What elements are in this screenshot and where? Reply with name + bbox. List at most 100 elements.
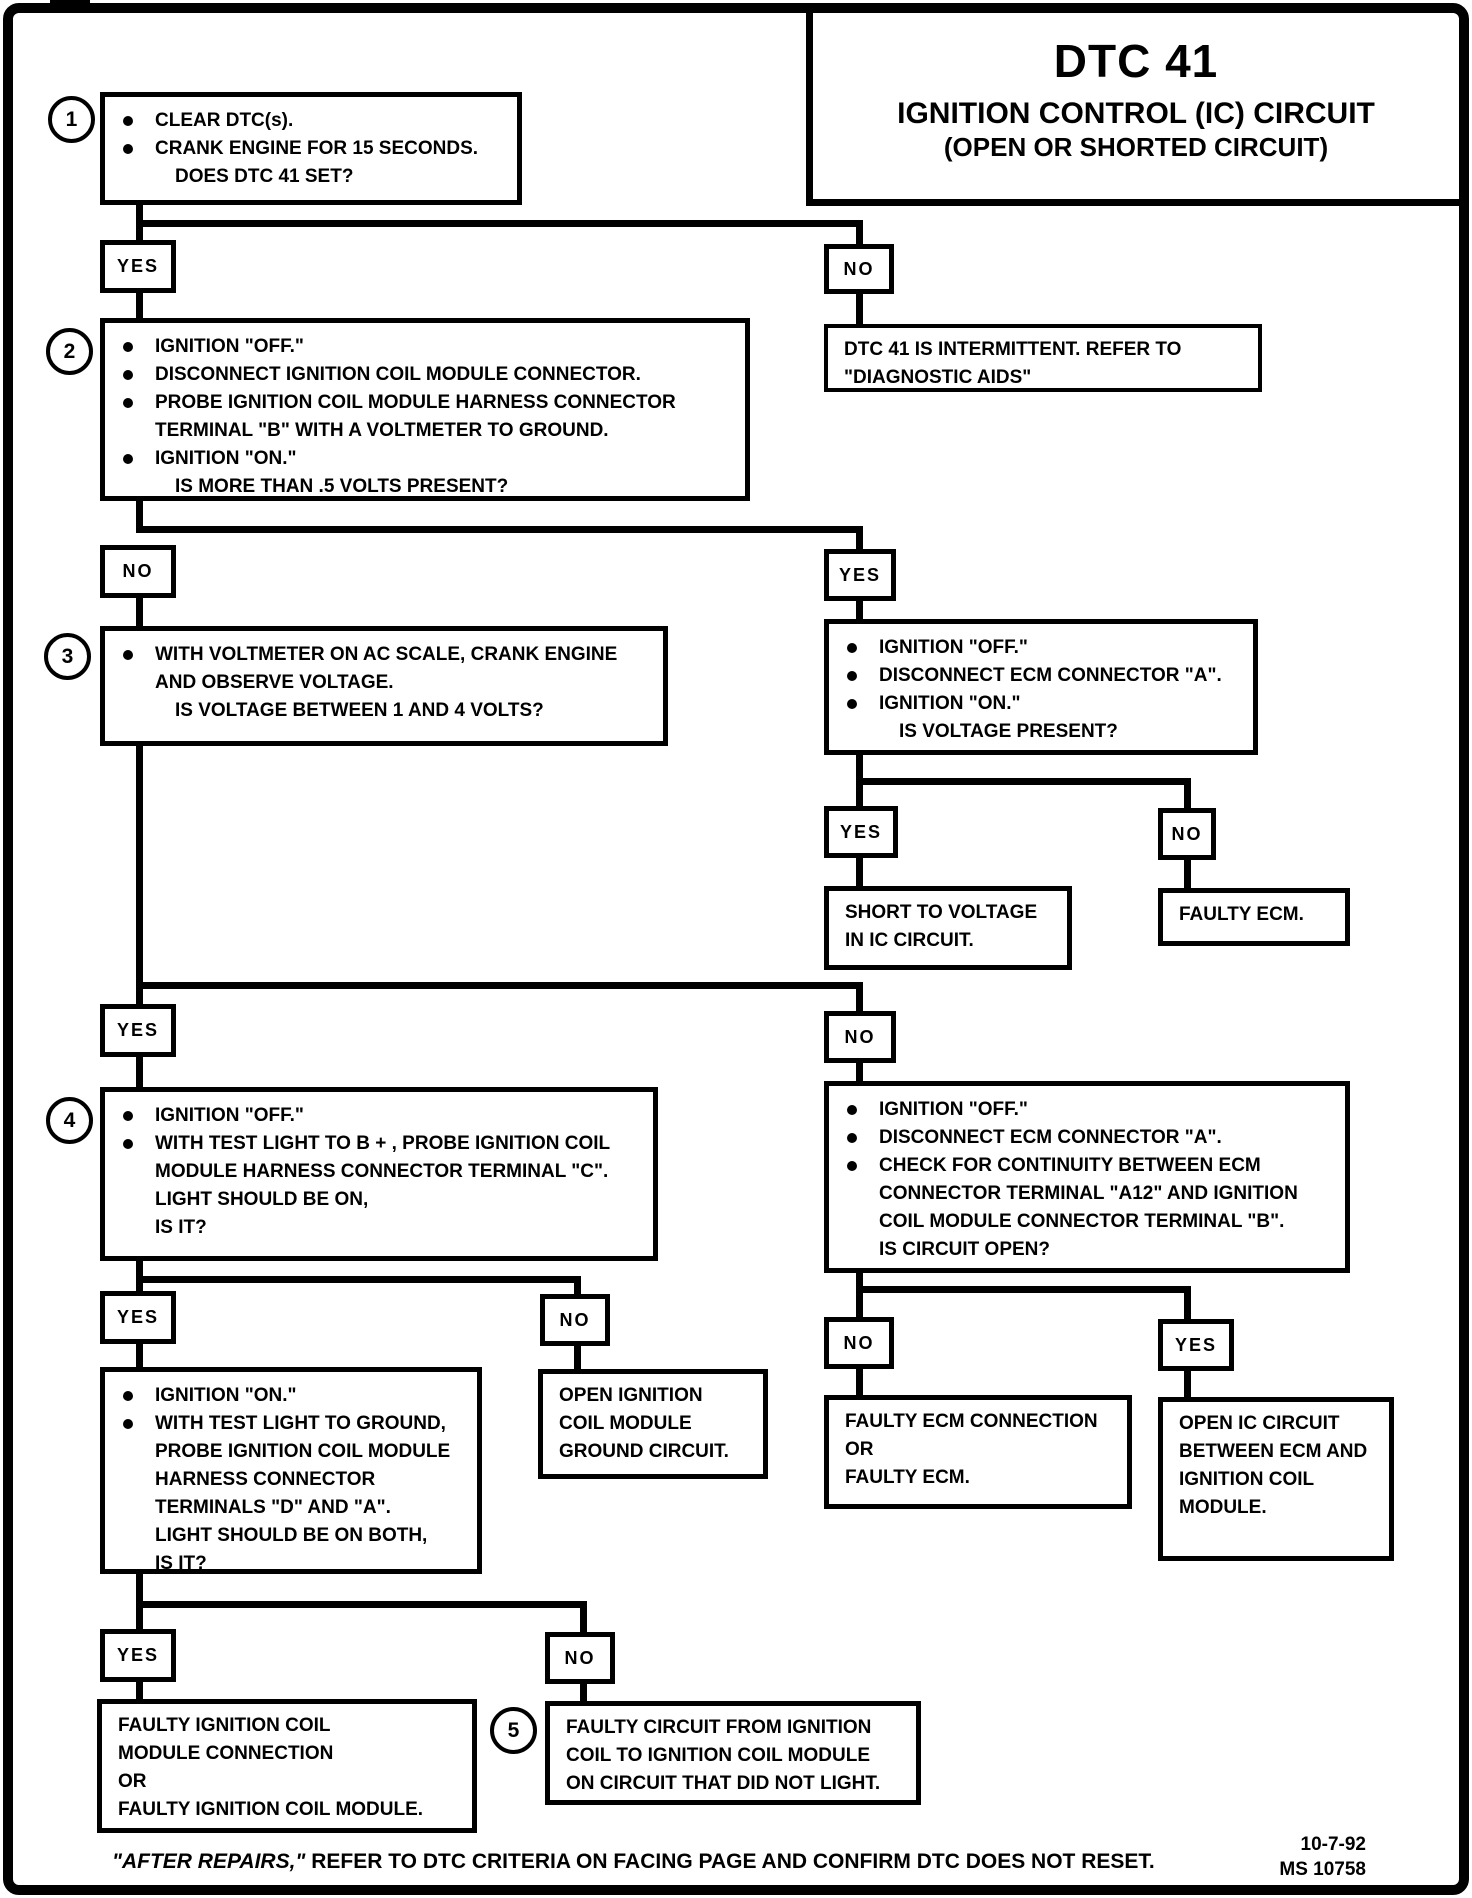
connector-line (856, 857, 863, 888)
bullet-text: CHECK FOR CONTINUITY BETWEEN ECM CONNECT… (879, 1155, 1298, 1260)
yes-label: YES (100, 240, 176, 293)
bullet-text: IGNITION "ON." (879, 693, 1021, 714)
title-line-2: (OPEN OR SHORTED CIRCUIT) (943, 132, 1329, 162)
bullet-icon (123, 398, 133, 408)
title-block: DTC 41 IGNITION CONTROL (IC) CIRCUIT (OP… (813, 0, 1459, 162)
after-repairs-rest: REFER TO DTC CRITERIA ON FACING PAGE AND… (305, 1850, 1155, 1873)
connector-line (574, 1345, 581, 1371)
bullet-text: IGNITION "OFF." (879, 637, 1028, 658)
step-5-marker: 5 (490, 1707, 537, 1754)
after-repairs-note: "AFTER REPAIRS," REFER TO DTC CRITERIA O… (112, 1850, 1155, 1874)
bullet-text: DISCONNECT ECM CONNECTOR "A". (879, 1127, 1222, 1148)
bullet-text: IGNITION "ON." (155, 448, 297, 469)
bullet-icon (847, 1105, 857, 1115)
title-divider-horizontal (806, 199, 1459, 206)
connector-line (856, 982, 863, 1013)
bullet-item: IGNITION "ON." (123, 1382, 469, 1410)
step-1-marker: 1 (48, 96, 95, 143)
connector-line (1184, 859, 1191, 890)
bullet-icon (123, 342, 133, 352)
connector-line (136, 597, 143, 628)
connector-line (136, 1056, 143, 1089)
step-4-marker: 4 (46, 1097, 93, 1144)
result-faulty-ecm-connection-box: FAULTY ECM CONNECTION OR FAULTY ECM. (824, 1395, 1132, 1509)
title-line-1: IGNITION CONTROL (IC) CIRCUIT (897, 97, 1375, 130)
yes-label: YES (1158, 1319, 1234, 1371)
bullet-text: WITH VOLTMETER ON AC SCALE, CRANK ENGINE… (155, 644, 618, 693)
scan-artifact (96, 3, 114, 10)
connector-line (1184, 778, 1191, 811)
revision-date: 10-7-92 (1300, 1834, 1367, 1855)
scan-artifact (50, 0, 90, 10)
question-text: IS MORE THAN .5 VOLTS PRESENT? (175, 476, 509, 497)
yes-label: YES (100, 1004, 176, 1057)
no-label: NO (1158, 808, 1216, 860)
connector-line (856, 1286, 1191, 1293)
question-text: IS VOLTAGE BETWEEN 1 AND 4 VOLTS? (175, 700, 544, 721)
bullet-item: IGNITION "ON." (123, 445, 737, 473)
connector-line (136, 1343, 143, 1369)
bullet-item: PROBE IGNITION COIL MODULE HARNESS CONNE… (123, 389, 737, 445)
bullet-icon (847, 699, 857, 709)
bullet-icon (123, 650, 133, 660)
connector-line (856, 754, 863, 782)
bullet-icon (847, 643, 857, 653)
bullet-text: PROBE IGNITION COIL MODULE HARNESS CONNE… (155, 392, 676, 441)
bullet-item: WITH TEST LIGHT TO B + , PROBE IGNITION … (123, 1130, 645, 1242)
connector-line (1184, 1286, 1191, 1321)
step-3-marker: 3 (44, 633, 91, 680)
bullet-item: CRANK ENGINE FOR 15 SECONDS. (123, 135, 509, 163)
step-1-box: CLEAR DTC(s). CRANK ENGINE FOR 15 SECOND… (100, 92, 522, 205)
bullet-item: CHECK FOR CONTINUITY BETWEEN ECM CONNECT… (847, 1152, 1337, 1264)
bullet-text: DISCONNECT ECM CONNECTOR "A". (879, 665, 1222, 686)
result-intermittent-box: DTC 41 IS INTERMITTENT. REFER TO "DIAGNO… (824, 324, 1262, 392)
connector-line (136, 745, 143, 1007)
connector-line (136, 220, 863, 227)
bullet-text: IGNITION "OFF." (879, 1099, 1028, 1120)
step-3-box: WITH VOLTMETER ON AC SCALE, CRANK ENGINE… (100, 626, 668, 746)
bullet-item: WITH VOLTMETER ON AC SCALE, CRANK ENGINE… (123, 641, 655, 697)
yes-label: YES (824, 806, 898, 858)
bullet-icon (847, 1161, 857, 1171)
document-number: MS 10758 (1279, 1859, 1366, 1880)
bullet-item: DISCONNECT IGNITION COIL MODULE CONNECTO… (123, 361, 737, 389)
connector-line (580, 1683, 587, 1703)
bullet-item: IGNITION "OFF." (847, 634, 1245, 662)
page-border (3, 3, 1469, 1895)
connector-line (136, 1601, 587, 1608)
bullet-text: CLEAR DTC(s). (155, 110, 294, 131)
connector-line (580, 1601, 587, 1634)
connector-line (136, 1276, 581, 1283)
result-short-to-voltage-box: SHORT TO VOLTAGE IN IC CIRCUIT. (824, 886, 1072, 970)
dtc-code-title: DTC 41 (1053, 35, 1219, 87)
connector-line (856, 1272, 863, 1292)
connector-line (856, 778, 863, 808)
bullet-icon (123, 370, 133, 380)
connector-line (856, 1286, 863, 1319)
connector-line (1184, 1370, 1191, 1399)
bullet-icon (123, 1139, 133, 1149)
connector-line (856, 526, 863, 552)
bullet-item: DISCONNECT ECM CONNECTOR "A". (847, 662, 1245, 690)
step-4-box: IGNITION "OFF." WITH TEST LIGHT TO B + ,… (100, 1087, 658, 1261)
bullet-text: DISCONNECT IGNITION COIL MODULE CONNECTO… (155, 364, 641, 385)
step-5-result-box: FAULTY CIRCUIT FROM IGNITION COIL TO IGN… (545, 1701, 921, 1805)
step-2-marker: 2 (46, 328, 93, 375)
bullet-item: IGNITION "OFF." (123, 333, 737, 361)
connector-line (136, 526, 863, 533)
continuity-check-box: IGNITION "OFF." DISCONNECT ECM CONNECTOR… (824, 1081, 1350, 1273)
connector-line (574, 1276, 581, 1296)
after-repairs-italic: "AFTER REPAIRS," (112, 1850, 306, 1873)
no-label: NO (824, 1317, 894, 1369)
bullet-item: CLEAR DTC(s). (123, 107, 509, 135)
bullet-text: IGNITION "ON." (155, 1385, 297, 1406)
bullet-icon (123, 144, 133, 154)
revision-stamp: 10-7-92 MS 10758 (1240, 1832, 1366, 1882)
connector-line (856, 1368, 863, 1397)
bullet-item: IGNITION "OFF." (847, 1096, 1337, 1124)
connector-line (856, 293, 863, 327)
no-label: NO (824, 1011, 896, 1063)
connector-line (856, 600, 863, 622)
bullet-text: IGNITION "OFF." (155, 1105, 304, 1126)
